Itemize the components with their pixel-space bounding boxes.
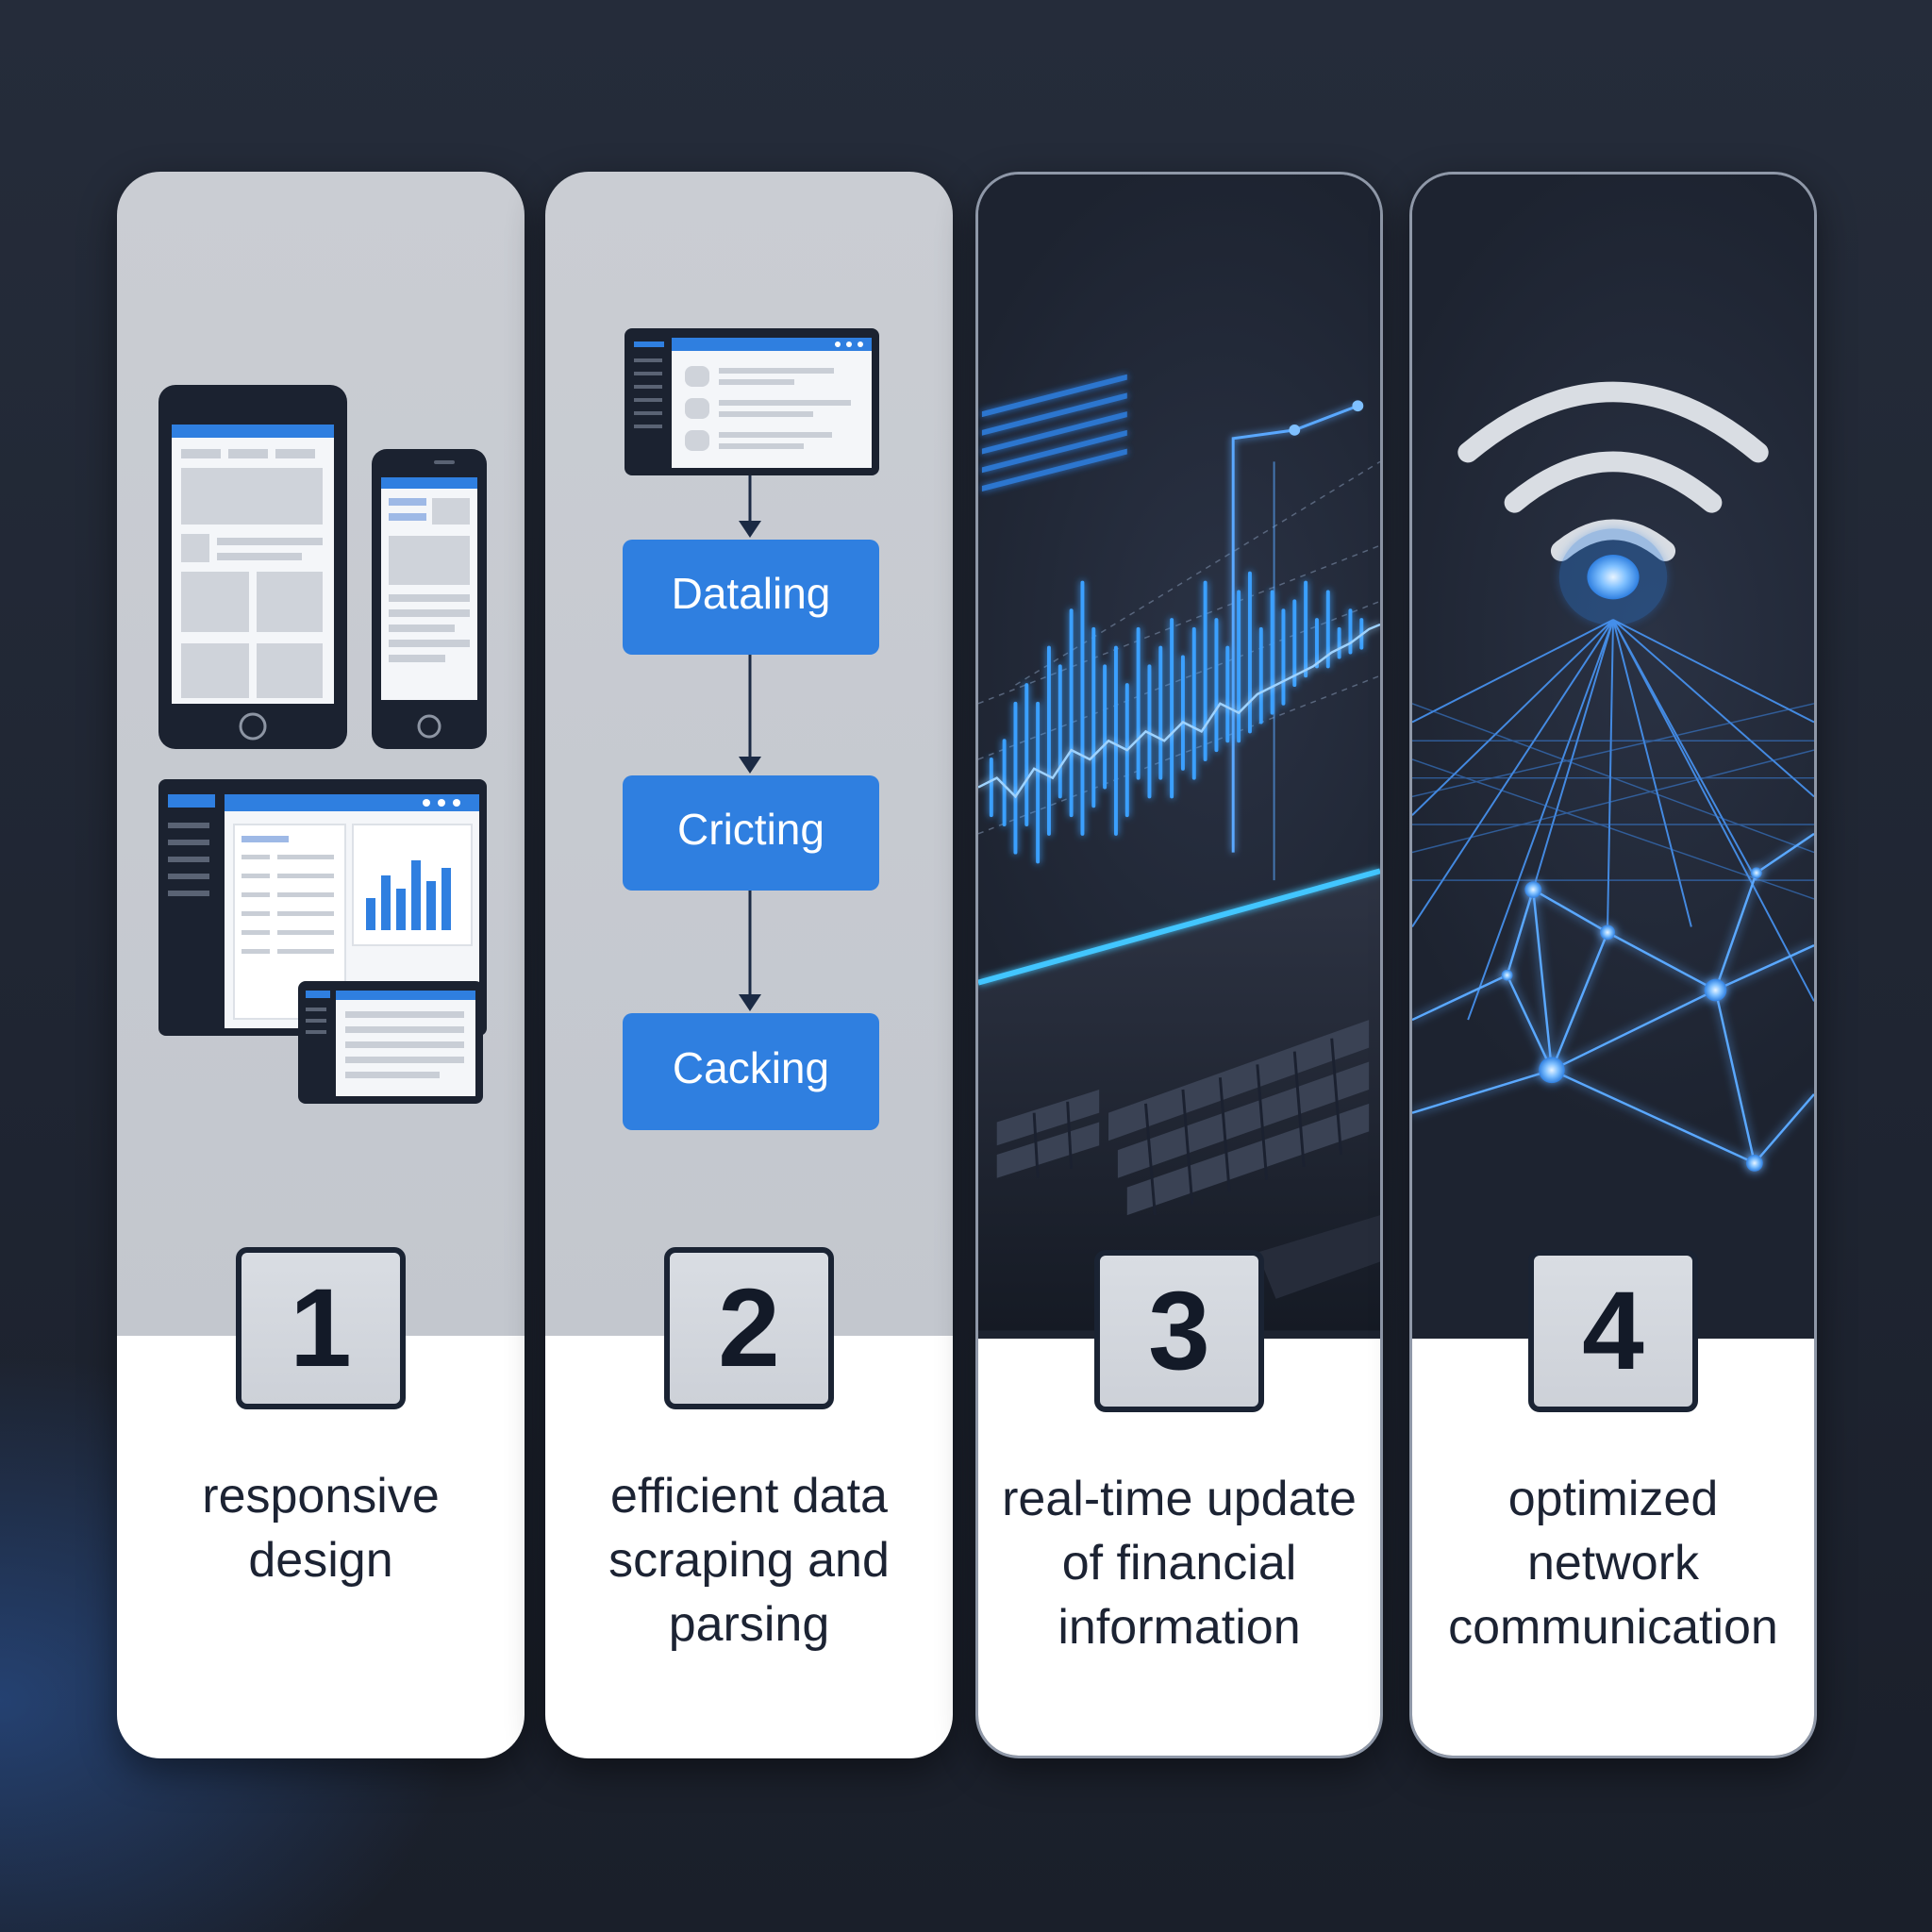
step-caption-4-line-3: communication <box>1448 1600 1778 1655</box>
data-flow-icon: Dataling Cricting Cacking <box>623 328 879 1130</box>
step-number-badge-3: 3 <box>1094 1250 1264 1412</box>
step-caption-3: real-time update of financial informatio… <box>988 1467 1371 1659</box>
step-card-2: Dataling Cricting Cacking 2 efficient da… <box>545 172 953 1758</box>
step-caption-4: optimized network communication <box>1422 1467 1805 1659</box>
step-card-3: 3 real-time update of financial informat… <box>975 172 1383 1758</box>
flow-box-3 <box>623 1013 879 1130</box>
flow-box-1 <box>623 540 879 655</box>
step-card-4: 4 optimized network communication <box>1409 172 1817 1758</box>
flow-box-1-label: Dataling <box>672 569 831 618</box>
step-card-4-illustration-area <box>1412 175 1814 1339</box>
step-caption-3-line-3: information <box>1058 1600 1301 1655</box>
step-caption-1-line-1: responsive <box>202 1469 440 1524</box>
step-caption-2-line-1: efficient data <box>610 1469 888 1524</box>
flow-box-3-label: Cacking <box>673 1043 829 1092</box>
step-caption-1-line-2: design <box>248 1533 393 1588</box>
step-number-badge-2: 2 <box>664 1247 834 1409</box>
step-caption-3-line-1: real-time update <box>1002 1472 1357 1526</box>
step-caption-3-line-2: of financial <box>1061 1536 1297 1591</box>
wifi-network-icon <box>1412 381 1814 1172</box>
responsive-devices-icon <box>158 385 487 1104</box>
step-number-badge-4: 4 <box>1528 1250 1698 1412</box>
realtime-chart-laptop-icon <box>978 374 1380 1331</box>
step-caption-2-line-3: parsing <box>668 1597 830 1652</box>
step-caption-4-line-2: network <box>1526 1536 1700 1591</box>
step-caption-1: responsive design <box>126 1464 515 1592</box>
step-card-1: 1 responsive design <box>117 172 525 1758</box>
flow-box-2-label: Cricting <box>677 805 824 854</box>
step-caption-4-line-1: optimized <box>1507 1472 1719 1526</box>
step-caption-2-line-2: scraping and <box>608 1533 890 1588</box>
step-caption-2: efficient data scraping and parsing <box>555 1464 943 1657</box>
step-card-1-illustration-area <box>117 172 525 1336</box>
step-number-badge-1: 1 <box>236 1247 406 1409</box>
flow-box-2 <box>623 775 879 891</box>
